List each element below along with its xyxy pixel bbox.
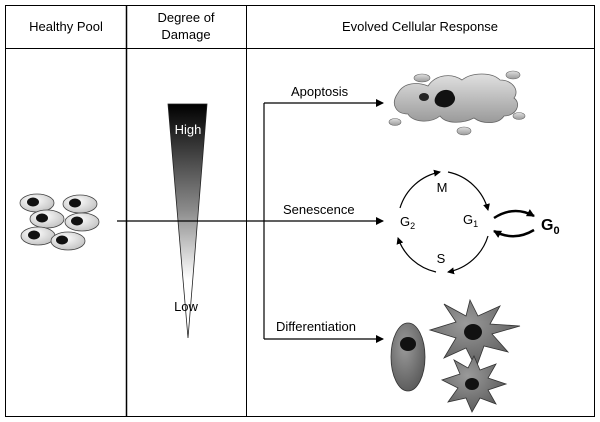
- cycle-arc-m-to-g1: [447, 171, 490, 211]
- cell-cycle: M G2 G1 S: [396, 169, 490, 275]
- label-apoptosis: Apoptosis: [291, 84, 349, 99]
- healthy-cell: [50, 231, 86, 251]
- healthy-cell: [20, 226, 56, 246]
- healthy-cell: [62, 194, 98, 214]
- healthy-cell: [29, 209, 65, 229]
- apoptotic-cell: [394, 73, 518, 124]
- apoptotic-body: [512, 112, 526, 120]
- header-healthy-pool: Healthy Pool: [29, 19, 103, 34]
- label-senescence: Senescence: [283, 202, 355, 217]
- header-degree-of-damage-line2: Damage: [161, 27, 210, 42]
- healthy-cell-cluster: [19, 193, 100, 251]
- healthy-cell: [19, 193, 55, 213]
- phase-label-s: S: [437, 251, 446, 266]
- cycle-arc-g2-to-m: [399, 169, 441, 209]
- g0-to-g1-arrow: [493, 228, 535, 238]
- damage-label-low: Low: [174, 299, 198, 314]
- header-degree-of-damage-line1: Degree of: [157, 10, 214, 25]
- healthy-cell: [64, 212, 100, 232]
- apoptotic-body: [505, 70, 521, 80]
- apoptotic-body: [456, 126, 472, 136]
- differentiated-cell-star-small: [440, 355, 508, 413]
- phase-label-g2: G2: [400, 214, 415, 231]
- apoptotic-body: [413, 73, 431, 83]
- phase-label-g1: G1: [463, 212, 478, 229]
- differentiated-cell-oval: [390, 322, 426, 392]
- label-differentiation: Differentiation: [276, 319, 356, 334]
- table-border: [5, 5, 595, 417]
- header-evolved-cellular-response: Evolved Cellular Response: [342, 19, 498, 34]
- phase-label-g0: G0: [541, 217, 560, 237]
- apoptotic-body: [388, 118, 402, 126]
- g1-to-g0-arrow: [493, 209, 535, 220]
- damage-label-high: High: [175, 122, 202, 137]
- phase-label-m: M: [437, 180, 448, 195]
- cycle-arc-s-to-g2: [396, 237, 437, 273]
- cycle-arc-g1-to-s: [447, 235, 489, 275]
